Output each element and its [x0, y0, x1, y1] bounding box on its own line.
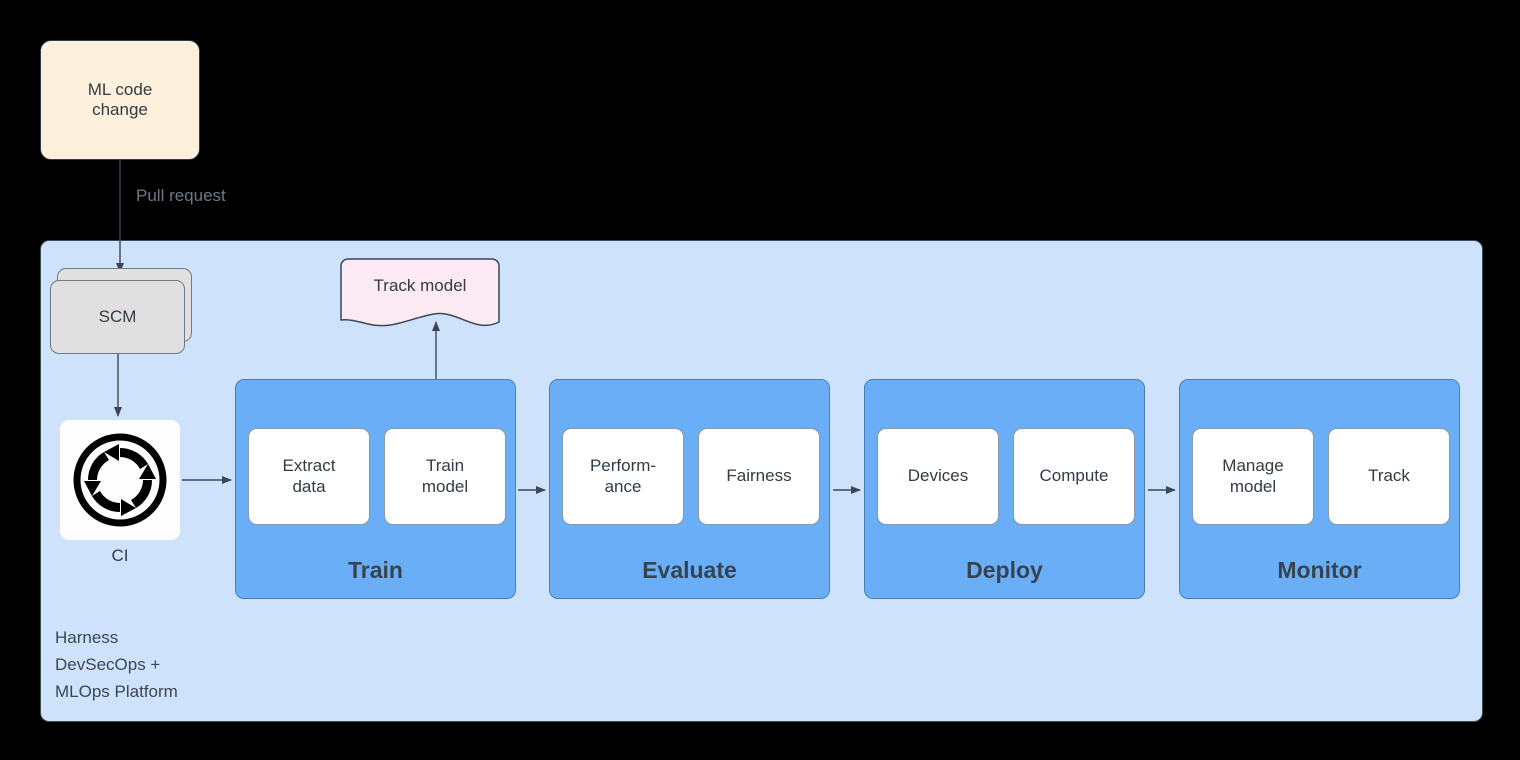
substage-manage-model-line1: Manage: [1222, 456, 1284, 476]
substage-fairness[interactable]: Fairness: [698, 428, 820, 525]
substage-devices-line1: Devices: [907, 466, 969, 486]
substage-compute[interactable]: Compute: [1013, 428, 1135, 525]
stage-train[interactable]: Extract data Train model Train: [235, 379, 516, 599]
platform-label-line1: Harness: [55, 628, 119, 647]
substage-performance[interactable]: Perform- ance: [562, 428, 684, 525]
document-shape-icon: [340, 258, 500, 327]
ci-node[interactable]: [60, 420, 180, 540]
substage-train-model-line1: Train: [425, 456, 465, 476]
substage-train-model[interactable]: Train model: [384, 428, 506, 525]
ml-code-change-line2: change: [92, 100, 148, 119]
track-model-label: Track model: [373, 276, 467, 295]
stage-deploy-title: Deploy: [966, 557, 1043, 583]
stage-monitor[interactable]: Manage model Track Monitor: [1179, 379, 1460, 599]
substage-devices[interactable]: Devices: [877, 428, 999, 525]
substage-extract-data[interactable]: Extract data: [248, 428, 370, 525]
platform-label: Harness DevSecOps + MLOps Platform: [55, 624, 315, 706]
ml-code-change-node[interactable]: ML code change: [40, 40, 200, 160]
stage-evaluate-title: Evaluate: [642, 557, 737, 583]
edge-label-pull-request: Pull request: [136, 186, 226, 205]
substage-compute-line1: Compute: [1039, 466, 1109, 486]
stage-monitor-title: Monitor: [1277, 557, 1362, 583]
ml-code-change-line1: ML code: [87, 79, 153, 99]
substage-manage-model-line2: model: [1229, 476, 1277, 496]
track-model-node[interactable]: Track model: [340, 258, 500, 330]
substage-performance-line2: ance: [604, 476, 642, 496]
substage-manage-model[interactable]: Manage model: [1192, 428, 1314, 525]
substage-track[interactable]: Track: [1328, 428, 1450, 525]
substage-fairness-line1: Fairness: [726, 466, 792, 486]
substage-extract-data-line1: Extract: [282, 456, 336, 476]
substage-train-model-line2: model: [421, 476, 469, 496]
scm-label: SCM: [98, 307, 137, 326]
stage-train-title: Train: [348, 557, 403, 583]
ci-label: CI: [111, 546, 129, 565]
platform-label-line3: MLOps Platform: [55, 682, 178, 702]
platform-label-line2: DevSecOps +: [55, 655, 161, 675]
stage-deploy[interactable]: Devices Compute Deploy: [864, 379, 1145, 599]
scm-node[interactable]: SCM: [50, 280, 185, 354]
substage-track-line1: Track: [1368, 466, 1410, 486]
substage-extract-data-line2: data: [292, 476, 326, 496]
stage-evaluate[interactable]: Perform- ance Fairness Evaluate: [549, 379, 830, 599]
substage-performance-line1: Perform-: [589, 456, 657, 476]
circular-arrows-icon: [73, 433, 167, 527]
